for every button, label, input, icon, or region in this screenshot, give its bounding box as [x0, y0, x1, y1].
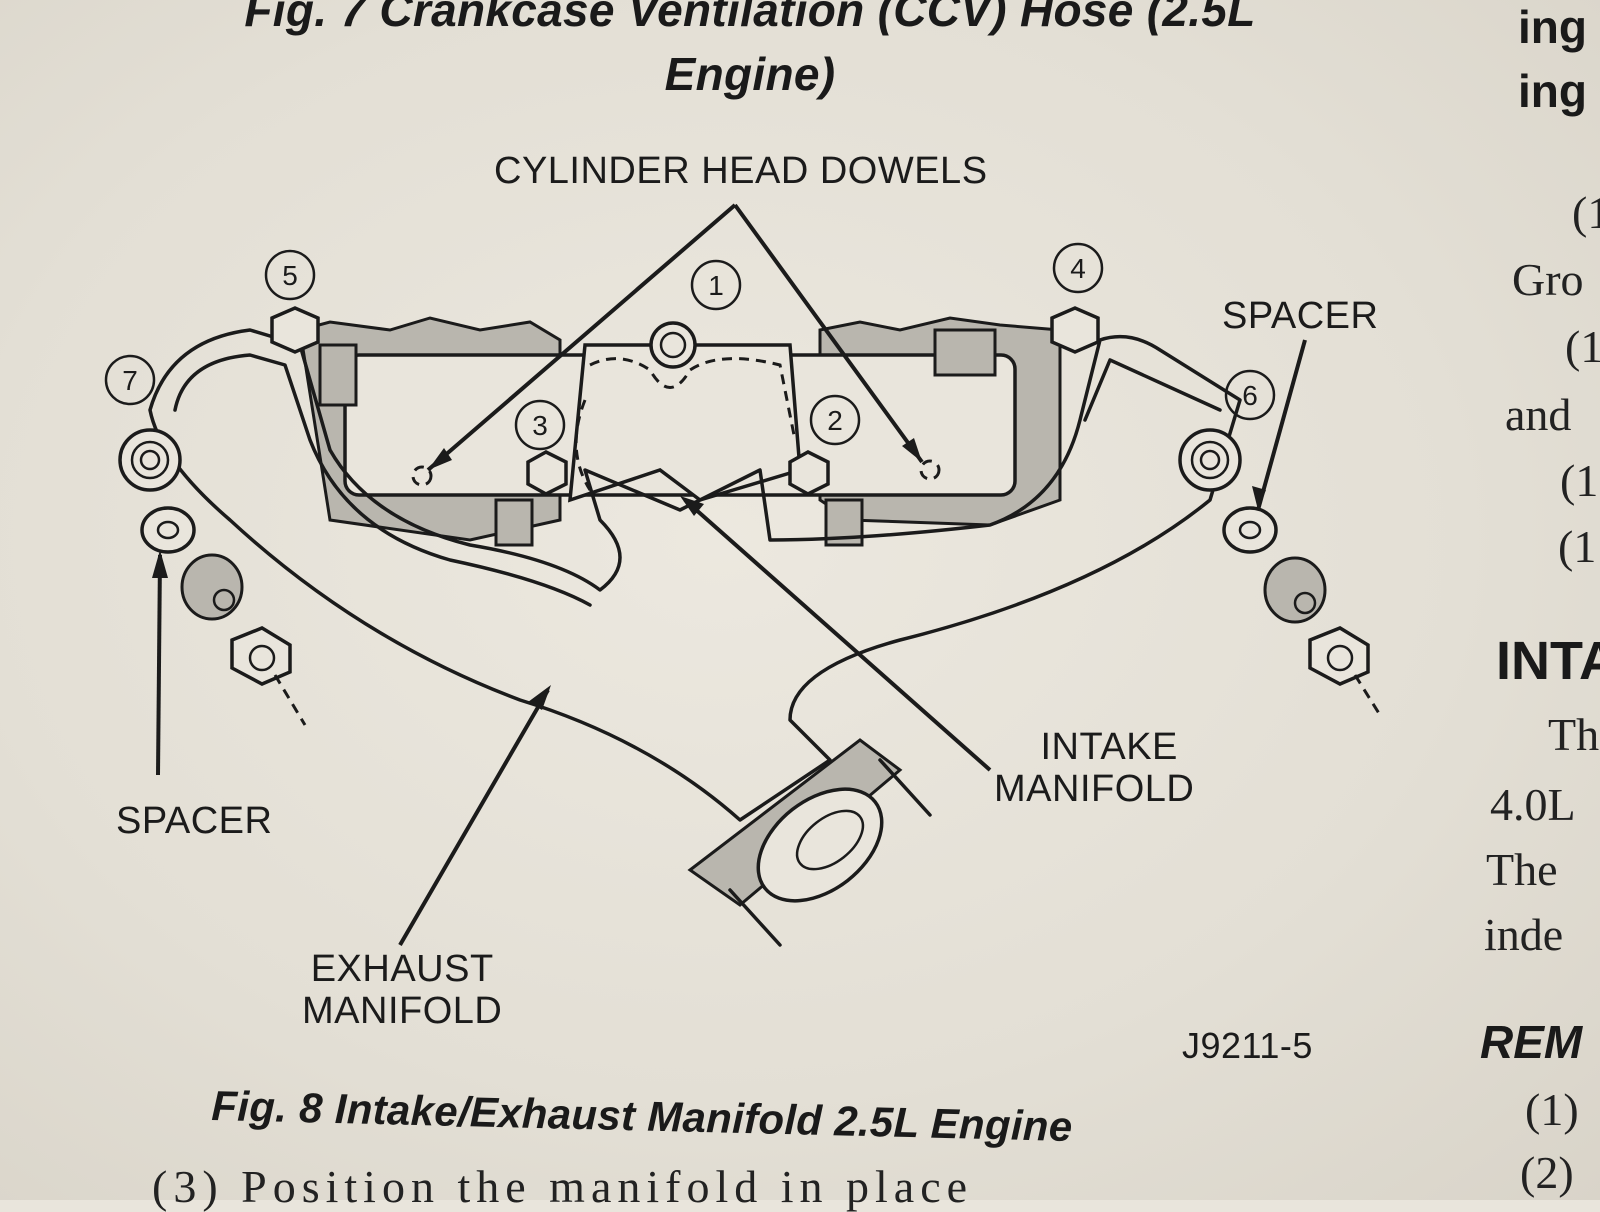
intake-manifold-body: [411, 321, 941, 503]
leader-lines: [152, 203, 1307, 947]
sequence-number-7: 7: [122, 365, 138, 396]
exhaust-outlet-flange: [687, 738, 932, 947]
sequence-number-4: 4: [1070, 253, 1086, 284]
right-fragment-6: (1: [1560, 455, 1599, 506]
right-fragment-0: ing: [1518, 1, 1587, 53]
right-fragment-heading-intake: INTA: [1496, 631, 1600, 691]
right-fragment-1: ing: [1518, 65, 1587, 117]
sequence-markers: 5 1 4 7 3 2 6: [104, 242, 1276, 451]
right-fragment-4: (1: [1565, 321, 1600, 372]
left-fastener-stack: [118, 428, 307, 726]
right-fastener-stack: [1178, 428, 1382, 716]
right-fragment-9: Th: [1548, 709, 1600, 760]
label-spacer-left: SPACER: [116, 800, 273, 842]
label-intake-manifold: INTAKE MANIFOLD: [994, 726, 1194, 810]
right-fragment-14: (1): [1525, 1084, 1579, 1135]
sequence-number-6: 6: [1242, 380, 1258, 411]
bolt-5: [270, 306, 320, 354]
sequence-number-3: 3: [532, 410, 548, 441]
right-fragment-10: 4.0L: [1490, 779, 1576, 830]
sequence-number-2: 2: [827, 405, 843, 436]
right-fragment-15: (2): [1520, 1147, 1574, 1198]
bolt-4: [1050, 306, 1100, 354]
right-fragment-heading-removal: REM: [1480, 1016, 1583, 1068]
right-fragment-11: The: [1486, 844, 1558, 895]
label-exhaust-line1: EXHAUST: [310, 948, 494, 990]
right-fragment-5: and: [1505, 389, 1572, 440]
sequence-number-5: 5: [282, 260, 298, 291]
figure-code: J9211-5: [1182, 1025, 1313, 1066]
right-fragment-7: (1: [1558, 521, 1597, 572]
right-fragment-2: (1: [1572, 187, 1600, 238]
label-cylinder-head-dowels: CYLINDER HEAD DOWELS: [494, 150, 988, 192]
label-exhaust-manifold: EXHAUST MANIFOLD: [302, 948, 502, 1032]
right-fragment-3: Gro: [1512, 254, 1584, 305]
exhaust-manifold-body: [148, 328, 1242, 822]
label-intake-line2: MANIFOLD: [994, 768, 1195, 810]
label-intake-line1: INTAKE: [1040, 726, 1178, 768]
figure7-caption: Fig. 7 Crankcase Ventilation (CCV) Hose …: [244, 0, 1256, 100]
sequence-number-1: 1: [708, 270, 724, 301]
body-text-bottom: (3) Position the manifold in place: [152, 1161, 974, 1212]
label-spacer-right: SPACER: [1222, 295, 1379, 337]
right-fragment-12: inde: [1484, 909, 1564, 960]
label-exhaust-line2: MANIFOLD: [302, 990, 503, 1032]
